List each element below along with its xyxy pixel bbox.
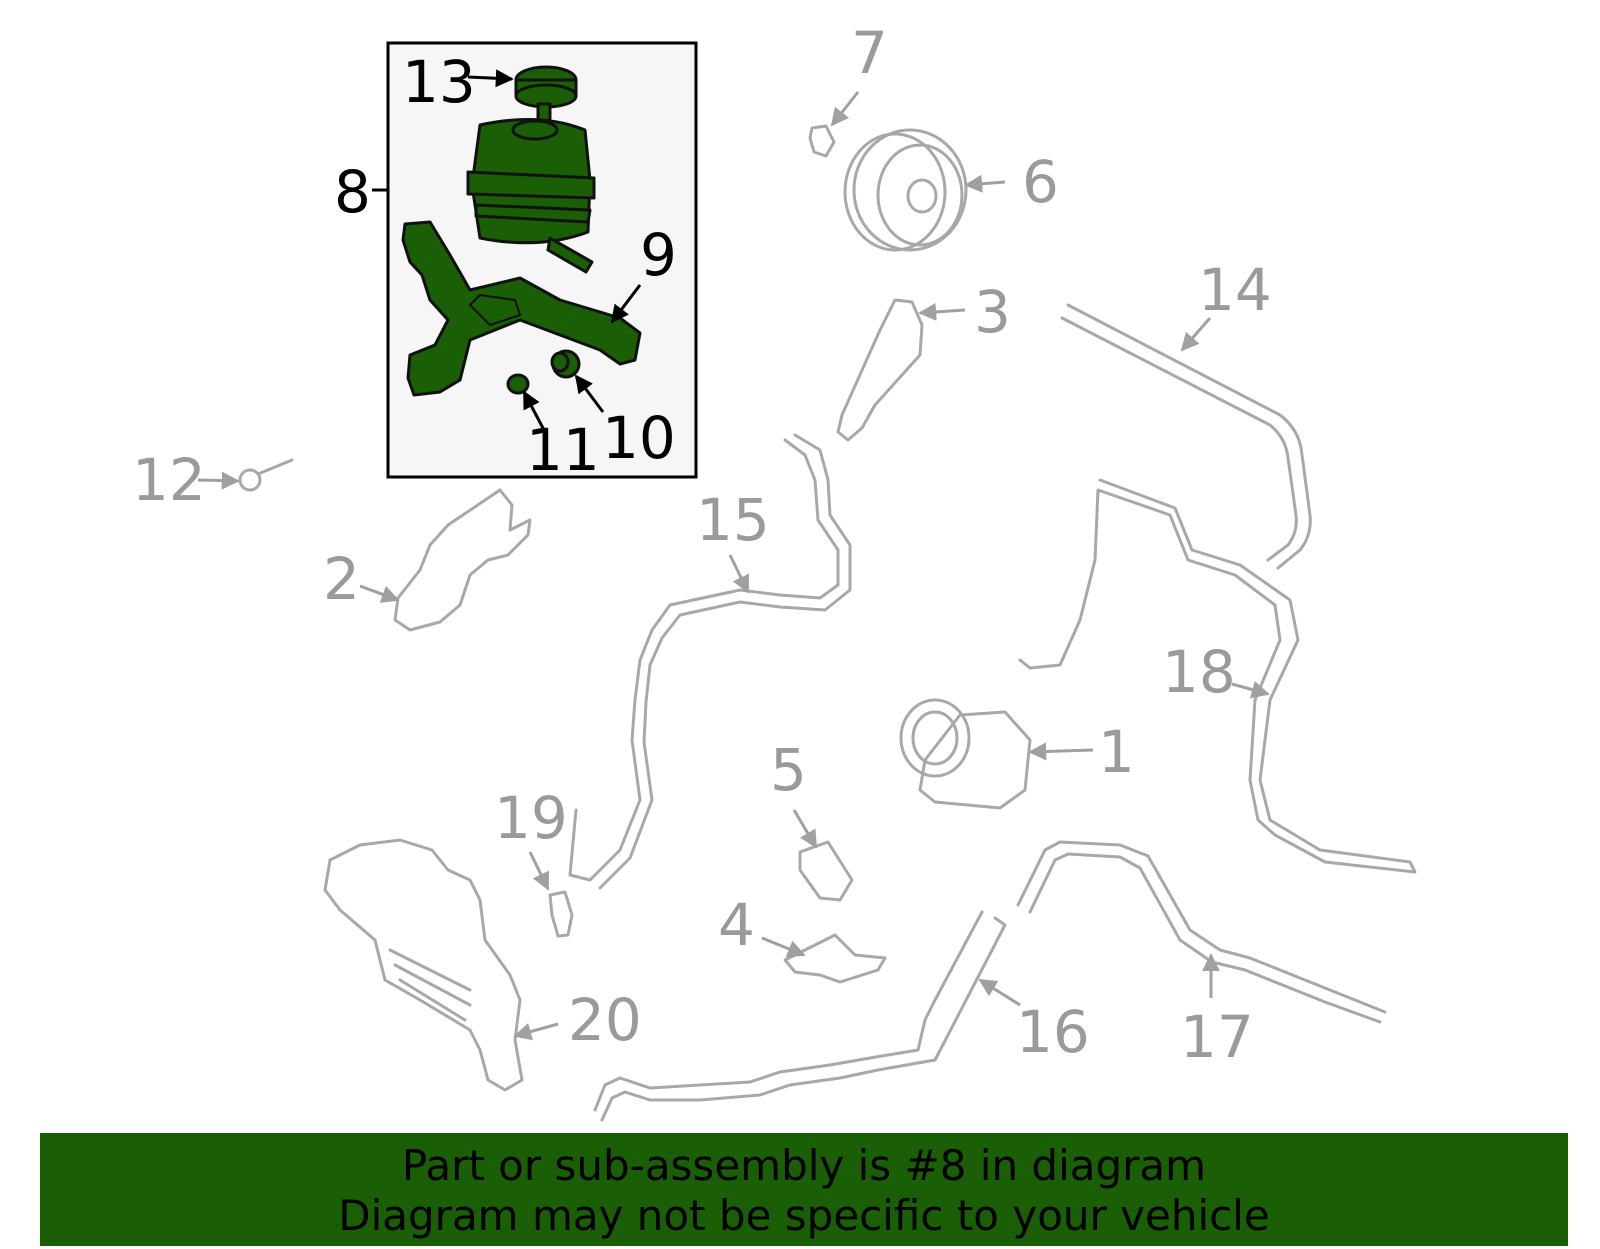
reservoir-bracket[interactable]	[401, 220, 642, 397]
callout-7[interactable]: 7	[851, 19, 888, 87]
grommet-large[interactable]	[550, 349, 581, 379]
callout-4[interactable]: 4	[718, 891, 755, 959]
bolt[interactable]	[197, 458, 294, 492]
callout-2[interactable]: 2	[323, 545, 360, 613]
mounting-bracket[interactable]	[359, 488, 532, 632]
footer-banner: Part or sub-assembly is #8 in diagram Di…	[40, 1133, 1568, 1246]
callout-19[interactable]: 19	[494, 784, 568, 852]
pressure-line[interactable]	[593, 910, 1021, 1122]
footer-line-1: Part or sub-assembly is #8 in diagram	[401, 1141, 1207, 1190]
callout-16[interactable]: 16	[1016, 998, 1090, 1066]
return-line[interactable]	[568, 433, 852, 890]
clamp-bracket[interactable]	[792, 809, 854, 902]
return-hose[interactable]	[1060, 303, 1312, 570]
pressure-sensor[interactable]	[528, 851, 574, 938]
footer-line-2: Diagram may not be specific to your vehi…	[338, 1191, 1270, 1240]
pump-pulley[interactable]	[843, 128, 1006, 252]
callout-17[interactable]: 17	[1180, 1003, 1254, 1071]
support-bracket[interactable]	[761, 933, 887, 984]
callout-11[interactable]: 11	[526, 416, 600, 484]
callout-20[interactable]: 20	[568, 986, 642, 1054]
pump-bracket[interactable]	[836, 298, 966, 442]
reservoir-body[interactable]	[466, 118, 596, 274]
pressure-line-upper[interactable]	[1016, 840, 1387, 1024]
callout-18[interactable]: 18	[1162, 638, 1236, 706]
power-steering-pump[interactable]	[899, 698, 1094, 810]
callout-12[interactable]: 12	[132, 446, 206, 514]
reservoir-cap[interactable]	[514, 65, 578, 128]
callout-6[interactable]: 6	[1022, 148, 1059, 216]
grommet-small[interactable]	[506, 373, 530, 395]
callout-15[interactable]: 15	[696, 486, 770, 554]
callout-10[interactable]: 10	[602, 404, 676, 472]
callout-8[interactable]: 8	[334, 158, 371, 226]
reservoir-assembly-inset[interactable]	[372, 41, 698, 479]
callout-13[interactable]: 13	[402, 48, 476, 116]
callout-14[interactable]: 14	[1198, 256, 1272, 324]
pressure-hose[interactable]	[1018, 478, 1417, 874]
fluid-cooler[interactable]	[323, 838, 559, 1092]
callout-1[interactable]: 1	[1098, 718, 1135, 786]
callout-5[interactable]: 5	[770, 736, 807, 804]
callout-3[interactable]: 3	[974, 278, 1011, 346]
callout-9[interactable]: 9	[640, 221, 677, 289]
pulley-clip[interactable]	[808, 91, 860, 158]
